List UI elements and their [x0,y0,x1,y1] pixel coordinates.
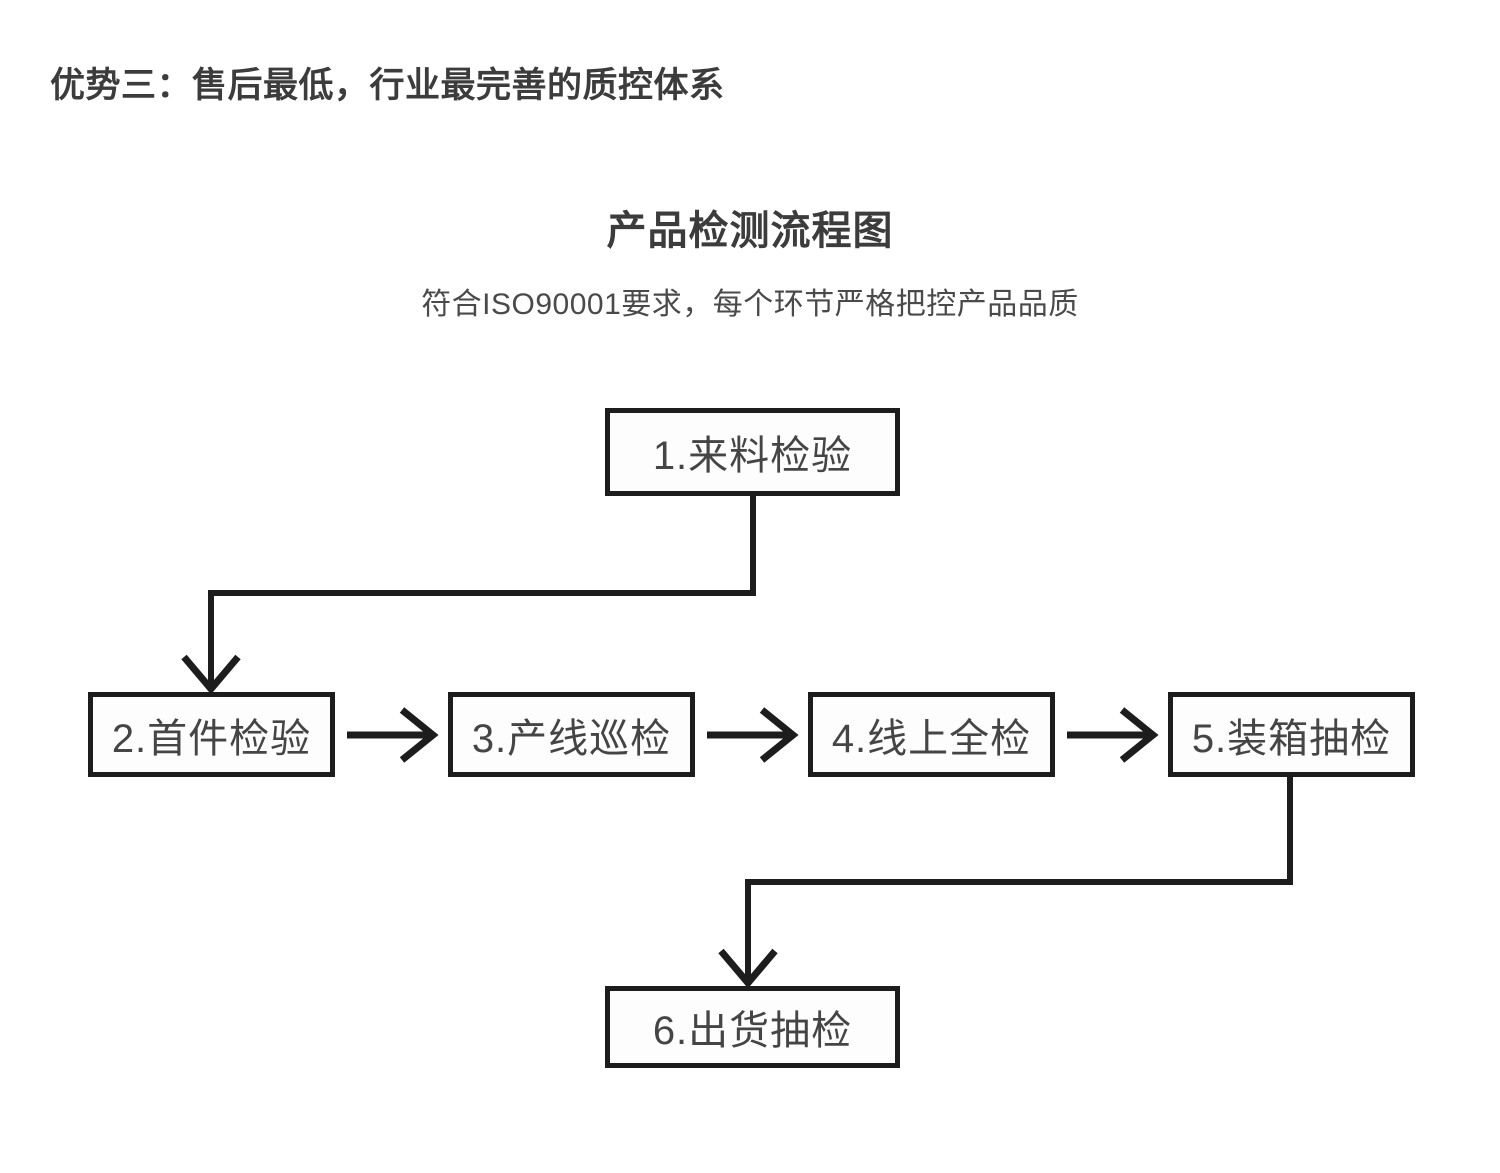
flow-node-label: 1.来料检验 [652,434,853,478]
page-title: 优势三：售后最低，行业最完善的质控体系 [50,66,725,105]
flow-node-shipment-sampling[interactable]: 6.出货抽检 [605,986,900,1068]
flow-node-label: 5.装箱抽检 [1191,716,1392,761]
flow-node-packing-sampling[interactable]: 5.装箱抽检 [1168,692,1415,777]
connector-node1-to-node2 [181,496,756,695]
flow-node-label: 6.出货抽检 [652,1009,853,1053]
flow-node-online-full-inspection[interactable]: 4.线上全检 [808,692,1055,777]
flow-node-label: 4.线上全检 [831,716,1032,761]
flow-node-label: 2.首件检验 [111,716,312,761]
flowchart-subtitle: 符合ISO90001要求，每个环节严格把控产品品质 [421,288,1079,321]
right-arrow-icon [1059,702,1169,768]
right-arrow-icon [699,702,809,768]
flow-node-production-line-patrol[interactable]: 3.产线巡检 [448,692,695,777]
flow-node-incoming-inspection[interactable]: 1.来料检验 [605,408,900,496]
connector-node5-to-node6 [718,777,1293,989]
flowchart-title: 产品检测流程图 [606,209,894,253]
flow-node-first-article-inspection[interactable]: 2.首件检验 [88,692,335,777]
flow-node-label: 3.产线巡检 [471,716,672,761]
right-arrow-icon [339,702,449,768]
